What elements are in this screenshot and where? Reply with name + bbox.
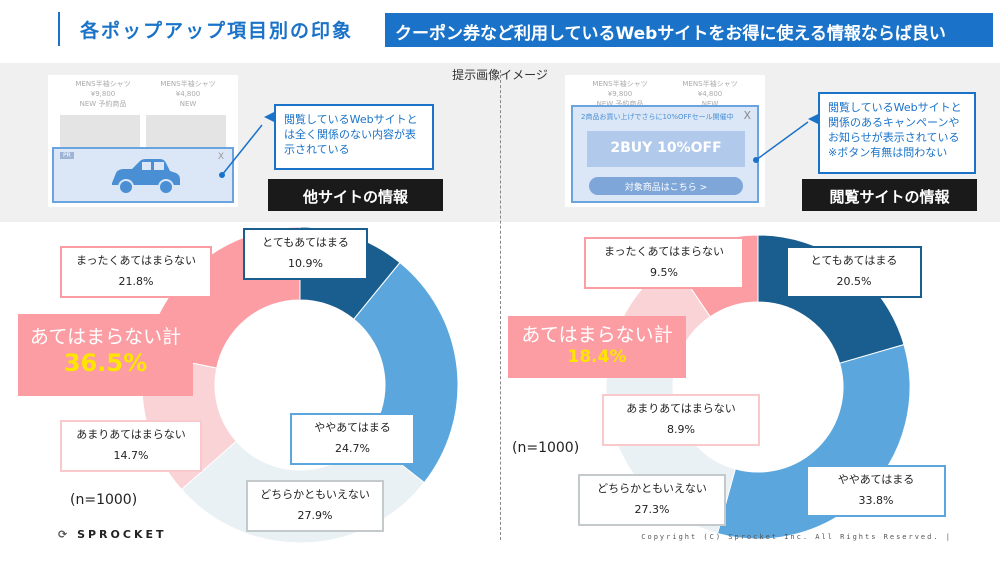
mock-product-name: MENS半袖シャツ — [160, 80, 216, 88]
summary-label: あてはまらない計 — [29, 326, 182, 348]
value-label: 24.7% — [335, 442, 370, 455]
category-label: とてもあてはまる — [810, 254, 898, 267]
popup-cta-button[interactable]: 対象商品はこちら > — [589, 177, 743, 195]
label-somewhat-disagree: あまりあてはまらない 14.7% — [60, 420, 202, 472]
label-strongly-agree: とてもあてはまる 10.9% — [243, 228, 368, 280]
close-icon[interactable]: X — [743, 109, 751, 122]
logo-mark-icon: ⟳ — [58, 528, 71, 541]
title-accent-bar — [58, 12, 60, 46]
category-label: どちらかともいえない — [260, 488, 370, 501]
section-label: 提示画像イメージ — [452, 68, 548, 82]
value-label: 14.7% — [113, 449, 149, 462]
page-subtitle: クーポン券など利用しているWebサイトをお得に使える情報ならば良い — [385, 13, 993, 47]
left-label: 他サイトの情報 — [268, 179, 443, 211]
summary-label: あてはまらない計 — [521, 324, 673, 346]
summary-box: あてはまらない計 36.5% — [18, 314, 193, 396]
popup-banner: 2BUY 10%OFF — [587, 131, 745, 167]
label-neutral: どちらかともいえない 27.9% — [246, 480, 384, 532]
right-label: 閲覧サイトの情報 — [802, 179, 977, 211]
mock-product-price: ¥4,800 — [697, 90, 723, 98]
right-mock-screenshot: MENS半袖シャツ ¥9,800 NEW 予約商品 MENS半袖シャツ ¥4,8… — [565, 75, 765, 207]
close-icon[interactable]: X — [217, 152, 224, 162]
mock-product-tag: NEW 予約商品 — [596, 100, 644, 108]
value-label: 8.9% — [667, 423, 695, 436]
category-label: あまりあてはまらない — [626, 402, 736, 415]
sample-size: (n=1000) — [70, 492, 138, 508]
sample-size: (n=1000) — [512, 440, 580, 456]
label-somewhat-agree: ややあてはまる 33.8% — [806, 465, 946, 517]
value-label: 27.9% — [297, 509, 333, 522]
label-strongly-disagree: まったくあてはまらない 9.5% — [584, 237, 744, 289]
left-mock-screenshot: MENS半袖シャツ ¥9,800 NEW 予約商品 MENS半袖シャツ ¥4,8… — [48, 75, 238, 207]
value-label: 9.5% — [650, 266, 678, 279]
label-strongly-disagree: まったくあてはまらない 21.8% — [60, 246, 212, 298]
label-strongly-agree: とてもあてはまる 20.5% — [786, 246, 922, 298]
mock-product-name: MENS半袖シャツ — [75, 80, 131, 88]
right-callout: 閲覧しているWebサイトと関係のあるキャンペーンやお知らせが表示されている ※ボ… — [818, 92, 976, 174]
category-label: まったくあてはまらない — [603, 245, 725, 258]
value-label: 33.8% — [858, 494, 894, 507]
mock-product-tag: NEW 予約商品 — [79, 100, 127, 108]
mock-product-price: ¥9,800 — [90, 90, 116, 98]
category-label: とてもあてはまる — [262, 236, 349, 249]
value-label: 27.3% — [634, 503, 670, 516]
category-label: どちらかともいえない — [597, 482, 707, 495]
callout-arrow — [808, 114, 818, 124]
value-label: 20.5% — [836, 275, 872, 288]
label-neutral: どちらかともいえない 27.3% — [578, 474, 726, 526]
logo-text: SPROCKET — [77, 528, 167, 541]
category-label: あまりあてはまらない — [76, 428, 186, 441]
pr-badge: PR — [60, 152, 74, 159]
ad-popup: PR X — [52, 147, 234, 203]
value-label: 10.9% — [288, 257, 323, 270]
center-divider — [500, 70, 501, 540]
callout-arrow — [264, 112, 274, 122]
mock-product-tag: NEW — [701, 100, 719, 108]
left-callout: 閲覧しているWebサイトとは全く関係のない内容が表示されている — [274, 104, 434, 170]
mock-product-tag: NEW — [179, 100, 197, 108]
popup-header: 2商品お買い上げでさらに10%OFFセール開催中 — [581, 113, 734, 121]
mock-product-name: MENS半袖シャツ — [592, 80, 648, 88]
page-title: 各ポップアップ項目別の印象 — [80, 20, 354, 42]
label-somewhat-disagree: あまりあてはまらない 8.9% — [602, 394, 760, 446]
category-label: ややあてはまる — [837, 473, 915, 486]
value-label: 21.8% — [118, 275, 154, 288]
mock-product-price: ¥4,800 — [175, 90, 201, 98]
label-somewhat-agree: ややあてはまる 24.7% — [290, 413, 415, 465]
category-label: ややあてはまる — [314, 421, 391, 434]
mock-product-name: MENS半袖シャツ — [682, 80, 738, 88]
copyright: Copyright (C) Sprocket Inc. All Rights R… — [641, 533, 952, 541]
campaign-popup: 2商品お買い上げでさらに10%OFFセール開催中 X 2BUY 10%OFF 対… — [571, 105, 759, 203]
summary-value: 36.5% — [63, 349, 148, 377]
summary-value: 18.4% — [567, 347, 627, 367]
car-icon — [112, 159, 180, 195]
category-label: まったくあてはまらない — [75, 254, 197, 267]
summary-box: あてはまらない計 18.4% — [508, 316, 686, 378]
callout-connector — [753, 121, 809, 163]
mock-product-price: ¥9,800 — [607, 90, 633, 98]
callout-connector — [219, 124, 263, 178]
sprocket-logo: ⟳ SPROCKET — [58, 528, 166, 541]
